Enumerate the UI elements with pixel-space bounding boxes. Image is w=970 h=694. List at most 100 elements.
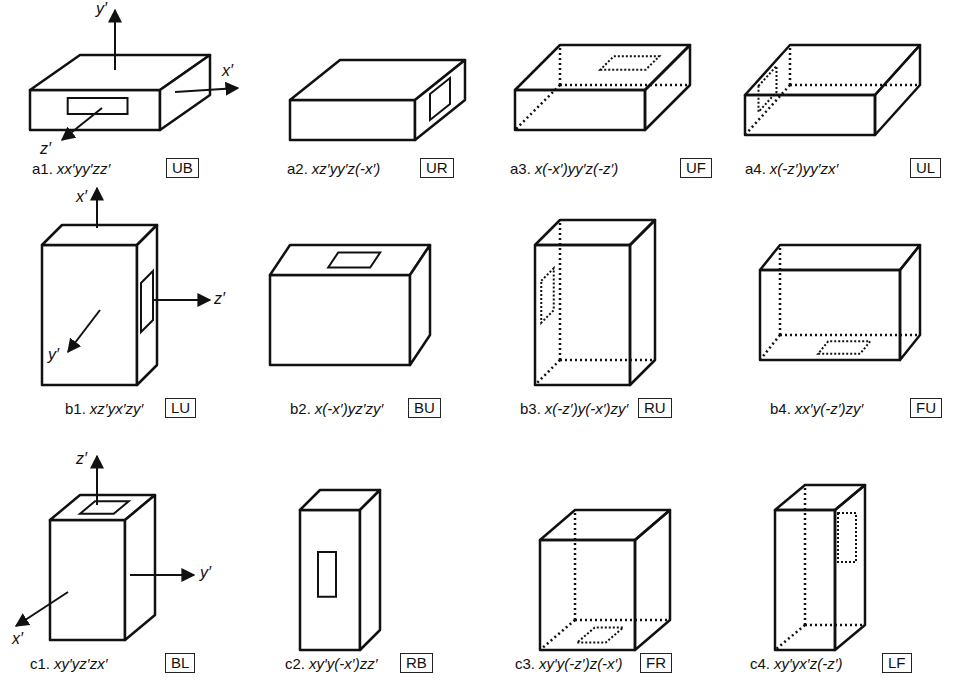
box-face	[410, 245, 430, 365]
axis-code: xy′yx′z(-z′)	[774, 655, 842, 672]
box-drawing	[775, 485, 865, 650]
hidden-edge	[535, 360, 560, 385]
hidden-edge	[515, 85, 560, 130]
hidden-edge	[775, 625, 805, 650]
box-face	[160, 55, 210, 130]
hidden-edge	[574, 510, 577, 620]
hidden-edge	[789, 45, 792, 85]
panel-id: a3.	[510, 160, 531, 177]
caption: a4.x(-z′)yy′zx′	[745, 160, 838, 178]
axis-arrow	[152, 299, 210, 301]
caption: a3.x(-x′)yy′z(-z′)	[510, 160, 618, 178]
box-drawing	[300, 490, 380, 650]
orientation-code-box: LF	[882, 653, 912, 673]
axis-label: z′	[40, 140, 51, 158]
orientation-code-box: BL	[165, 653, 195, 673]
axis-label: x′	[222, 62, 233, 80]
hidden-edge	[745, 85, 790, 135]
box-face	[645, 45, 690, 130]
handle-window	[759, 66, 777, 112]
panel-id: c4.	[750, 655, 770, 672]
axis-code: xz′yy′z(-x′)	[312, 160, 380, 177]
axis-label: y′	[200, 564, 211, 582]
box-face	[300, 510, 360, 650]
caption: b3.x(-z′)y(-x′)zy′	[520, 400, 628, 418]
box-face	[137, 225, 157, 385]
hidden-edge	[805, 624, 865, 627]
box-drawing	[515, 45, 690, 130]
box-drawing	[30, 55, 210, 130]
axis-arrow	[68, 310, 100, 352]
box-drawing	[270, 245, 430, 365]
hidden-edge	[804, 485, 807, 625]
caption: a2.xz′yy′z(-x′)	[287, 160, 380, 178]
axis-code: xy′yz′zx′	[54, 655, 107, 672]
panel-id: c3.	[515, 655, 535, 672]
box-face	[42, 245, 137, 385]
handle-window	[818, 341, 870, 354]
hidden-edge	[540, 620, 575, 650]
axis-arrow	[62, 108, 102, 140]
box-face	[125, 495, 155, 640]
axis-label: z′	[76, 450, 87, 468]
orientation-code: FU	[916, 399, 936, 416]
handle-window	[141, 271, 153, 332]
box-face	[900, 245, 920, 360]
hidden-edge	[575, 619, 670, 622]
caption: c2.xy′y(-x′)zz′	[285, 655, 377, 673]
box-face	[50, 520, 125, 640]
orientation-code: RU	[644, 399, 666, 416]
box-drawing	[535, 220, 655, 385]
handle-window	[430, 78, 450, 120]
handle-window	[577, 628, 623, 643]
box-drawing	[50, 495, 155, 640]
orientation-code-box: FU	[910, 398, 942, 418]
orientation-code-box: UF	[680, 158, 712, 178]
handle-window	[541, 268, 554, 323]
box-face	[30, 90, 160, 130]
axis-arrow	[96, 456, 98, 505]
hidden-edge	[560, 359, 655, 362]
axis-code: xy′y(-z′)z(-x′)	[539, 655, 622, 672]
orientation-code-box: LU	[165, 398, 196, 418]
orientation-code-box: FR	[640, 653, 672, 673]
axis-code: xy′y(-x′)zz′	[309, 655, 377, 672]
box-face	[270, 275, 410, 365]
axis-code: xx′yy′zz′	[57, 160, 110, 177]
caption: b1.xz′yx′zy′	[65, 400, 143, 418]
axis-code: x(-z′)y(-x′)zy′	[545, 400, 628, 417]
orientation-code-box: UL	[910, 158, 941, 178]
hidden-edge	[790, 84, 920, 87]
panel-id: a1.	[32, 160, 53, 177]
hidden-edge	[779, 245, 782, 335]
box-face	[760, 245, 920, 270]
axis-code: xx′y(-z′)zy′	[795, 400, 863, 417]
orientation-code: RB	[406, 654, 427, 671]
box-drawing	[42, 225, 157, 385]
box-face	[540, 510, 670, 540]
axis-code: x(-z′)yy′zx′	[770, 160, 838, 177]
axis-arrow	[114, 10, 116, 70]
box-face	[635, 510, 670, 650]
axis-code: xz′yx′zy′	[90, 400, 143, 417]
box-face	[290, 100, 415, 140]
orientation-code-box: RB	[400, 653, 433, 673]
panel-id: b4.	[770, 400, 791, 417]
box-face	[360, 490, 380, 650]
axis-label: x′	[12, 630, 23, 648]
axis-label: y′	[96, 0, 107, 18]
orientation-code: FR	[646, 654, 666, 671]
caption: b2.x(-x′)yz′zy′	[290, 400, 383, 418]
handle-window	[318, 552, 336, 597]
orientation-code: LF	[888, 654, 906, 671]
orientation-code: UR	[426, 159, 448, 176]
caption: c3.xy′y(-z′)z(-x′)	[515, 655, 622, 673]
box-face	[415, 60, 465, 140]
box-face	[270, 245, 430, 275]
orientation-code: UB	[172, 159, 193, 176]
orientation-code: UF	[686, 159, 706, 176]
hidden-edge	[760, 335, 780, 360]
axis-label: x′	[76, 188, 87, 206]
panel-id: c2.	[285, 655, 305, 672]
